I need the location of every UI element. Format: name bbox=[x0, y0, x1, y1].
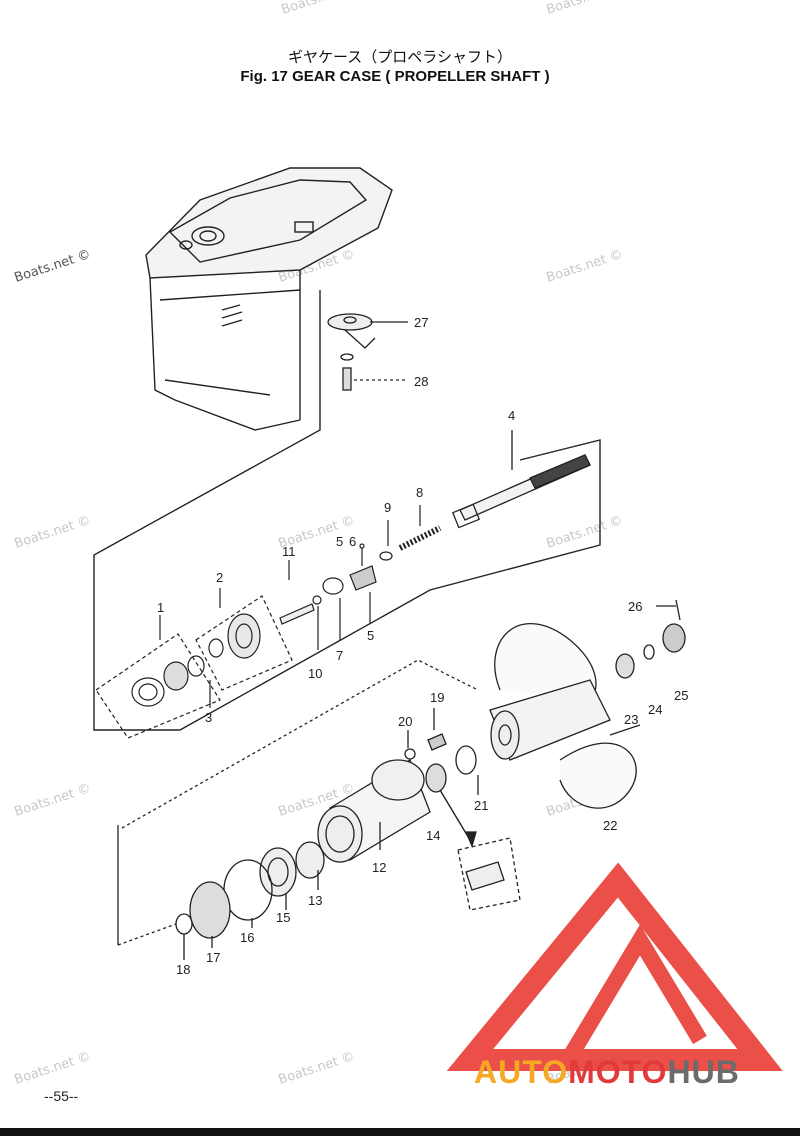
callout-24: 24 bbox=[648, 702, 662, 717]
callout-23: 23 bbox=[624, 712, 638, 727]
callout-13: 13 bbox=[308, 893, 322, 908]
bolt-part-28 bbox=[340, 353, 408, 391]
watermarks: Boats.net © Boats.net © Boats.net © Boat… bbox=[13, 0, 625, 1088]
callout-5a: 5 bbox=[336, 534, 343, 549]
page-title-japanese: ギヤケース（プロペラシャフト） bbox=[288, 48, 512, 66]
watermark: Boats.net © bbox=[13, 513, 93, 552]
watermark: Boats.net © bbox=[545, 0, 625, 18]
callout-18: 18 bbox=[176, 962, 190, 977]
page-title: Fig. 17 GEAR CASE ( PROPELLER SHAFT ) bbox=[240, 68, 550, 85]
gear-case-housing bbox=[93, 167, 601, 731]
callout-11: 11 bbox=[282, 544, 296, 559]
callout-4: 4 bbox=[508, 408, 515, 423]
watermark: Boats.net © bbox=[545, 513, 625, 552]
forward-gear-assembly bbox=[95, 588, 293, 739]
logo-text-auto: AUTO bbox=[474, 1054, 569, 1090]
anode-part-27 bbox=[327, 313, 408, 349]
shaft-inner-parts bbox=[279, 505, 442, 650]
watermark: Boats.net © bbox=[13, 1049, 93, 1088]
callout-8: 8 bbox=[416, 485, 423, 500]
callout-16: 16 bbox=[240, 930, 254, 945]
callout-19: 19 bbox=[430, 690, 444, 705]
bearing-carrier-parts bbox=[117, 659, 521, 960]
callout-10: 10 bbox=[308, 666, 322, 681]
watermark: Boats.net © bbox=[545, 247, 625, 286]
callout-25: 25 bbox=[674, 688, 688, 703]
watermark: Boats.net © bbox=[280, 0, 360, 18]
logo-triangle-icon bbox=[446, 862, 783, 1071]
callout-14: 14 bbox=[426, 828, 440, 843]
watermark: Boats.net © bbox=[13, 781, 93, 820]
logo-text-moto: MOTO bbox=[568, 1054, 668, 1090]
page-number: --55-- bbox=[44, 1088, 79, 1104]
callout-20: 20 bbox=[398, 714, 412, 729]
callout-2: 2 bbox=[216, 570, 223, 585]
callout-9: 9 bbox=[384, 500, 391, 515]
callout-21: 21 bbox=[474, 798, 488, 813]
propeller-part-22 bbox=[489, 623, 641, 809]
callout-5b: 5 bbox=[367, 628, 374, 643]
bottom-border bbox=[0, 1128, 800, 1136]
callout-12: 12 bbox=[372, 860, 386, 875]
callout-7: 7 bbox=[336, 648, 343, 663]
callout-22: 22 bbox=[603, 818, 617, 833]
watermark: Boats.net © bbox=[13, 247, 93, 286]
prop-nut-parts bbox=[615, 599, 686, 679]
watermark: Boats.net © bbox=[277, 1049, 357, 1088]
callout-1: 1 bbox=[157, 600, 164, 615]
callout-6: 6 bbox=[349, 534, 356, 549]
callout-27: 27 bbox=[414, 315, 428, 330]
callout-17: 17 bbox=[206, 950, 220, 965]
callout-labels: 1 2 3 4 5 5 6 7 8 9 10 11 12 13 14 15 16… bbox=[157, 315, 688, 977]
callout-15: 15 bbox=[276, 910, 290, 925]
propeller-shaft-part-4 bbox=[451, 430, 591, 529]
callout-28: 28 bbox=[414, 374, 428, 389]
callout-3: 3 bbox=[205, 710, 212, 725]
logo-text-hub: HUB bbox=[667, 1054, 740, 1090]
automotohub-logo: AUTOMOTOHUB bbox=[474, 1054, 740, 1091]
callout-26: 26 bbox=[628, 599, 642, 614]
